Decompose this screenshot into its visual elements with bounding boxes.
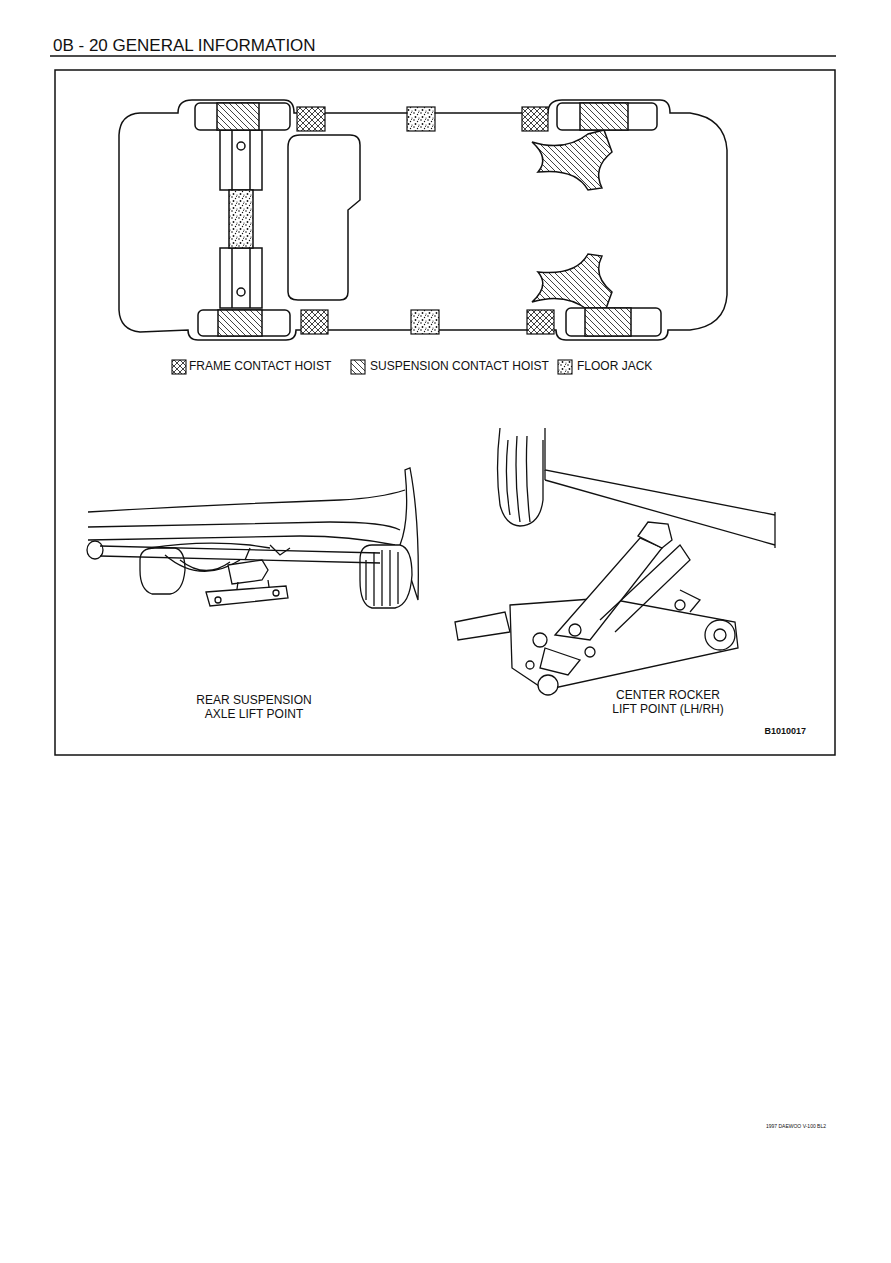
page-title: 0B - 20 GENERAL INFORMATION	[53, 36, 316, 56]
header-rule	[50, 55, 836, 57]
drawing-shape	[407, 107, 435, 131]
figure-number: B1010017	[764, 726, 806, 737]
drawing-shape	[774, 512, 775, 548]
drawing-circle	[237, 142, 245, 150]
drawing-shape	[580, 103, 628, 130]
drawing-shape	[545, 428, 775, 515]
drawing-shape	[638, 522, 672, 548]
drawing-shape	[411, 310, 439, 334]
drawing-shape	[229, 190, 253, 248]
drawing-circle	[538, 675, 558, 695]
drawing-shape	[532, 130, 612, 190]
drawing-shape	[119, 100, 727, 340]
drawing-shape	[195, 103, 290, 130]
rocker-view	[455, 428, 775, 695]
drawing-shape	[198, 310, 290, 336]
drawing-circle	[585, 647, 595, 657]
drawing-circle	[533, 633, 547, 647]
drawing-shape	[245, 548, 250, 560]
drawing-shape	[540, 648, 580, 675]
drawing-shape	[249, 248, 251, 308]
car-underside	[119, 100, 727, 340]
drawing-circle	[215, 597, 221, 603]
drawing-shape	[366, 550, 398, 606]
drawing-shape	[206, 586, 288, 606]
caption-label: CENTER ROCKER LIFT POINT (LH/RH)	[607, 688, 729, 717]
drawing-shape	[498, 428, 544, 526]
drawing-shape	[220, 248, 262, 308]
drawing-shape	[217, 103, 259, 130]
legend-text: FRAME CONTACT HOIST	[189, 359, 331, 373]
drawing-circle	[569, 624, 581, 636]
drawing-shape	[228, 560, 268, 584]
caption-label: REAR SUSPENSION AXLE LIFT POINT	[189, 693, 319, 722]
drawing-circle	[273, 590, 279, 596]
rear-axle-view	[87, 468, 418, 608]
drawing-shape	[249, 130, 251, 190]
drawing-shape	[301, 310, 328, 334]
figure-frame	[55, 70, 835, 755]
drawing-circle	[705, 620, 735, 650]
legend-text: SUSPENSION CONTACT HOIST	[370, 359, 549, 373]
drawing-shape	[88, 522, 400, 530]
legend-text: FLOOR JACK	[577, 359, 652, 373]
drawing-shape	[297, 107, 325, 131]
drawing-shape	[527, 310, 554, 334]
drawing-shape	[522, 107, 548, 131]
drawing-shape	[455, 612, 510, 640]
drawing-circle	[714, 629, 726, 641]
drawing-shape	[150, 543, 270, 548]
drawing-circle	[237, 288, 245, 296]
drawing-shape	[557, 103, 657, 130]
drawing-shape	[555, 538, 662, 640]
wheel-pads	[195, 103, 661, 336]
legend-swatch	[351, 360, 365, 374]
drawing-shape	[532, 254, 612, 314]
drawing-shape	[218, 310, 262, 336]
legend-swatch	[558, 360, 572, 374]
footer-note: 1997 DAEWOO V-100 BL2	[766, 1123, 826, 1129]
drawing-shape	[585, 308, 631, 336]
drawing-shape	[231, 130, 233, 190]
drawing-shape	[231, 248, 233, 308]
legend-swatches	[172, 360, 572, 374]
drawing-shape	[140, 548, 185, 594]
legend-swatch	[172, 360, 186, 374]
lift-pads	[297, 107, 554, 334]
drawing-shape	[566, 308, 661, 336]
drawing-shape	[270, 545, 290, 555]
drawing-shape	[600, 545, 690, 632]
drawing-shape	[506, 436, 530, 522]
drawing-circle	[526, 661, 534, 669]
drawing-shape	[88, 490, 405, 512]
drawing-shape	[220, 130, 262, 190]
drawing-shape	[360, 545, 412, 608]
drawing-shape	[544, 470, 545, 480]
drawing-circle	[675, 600, 685, 610]
drawing-shape	[288, 135, 360, 300]
